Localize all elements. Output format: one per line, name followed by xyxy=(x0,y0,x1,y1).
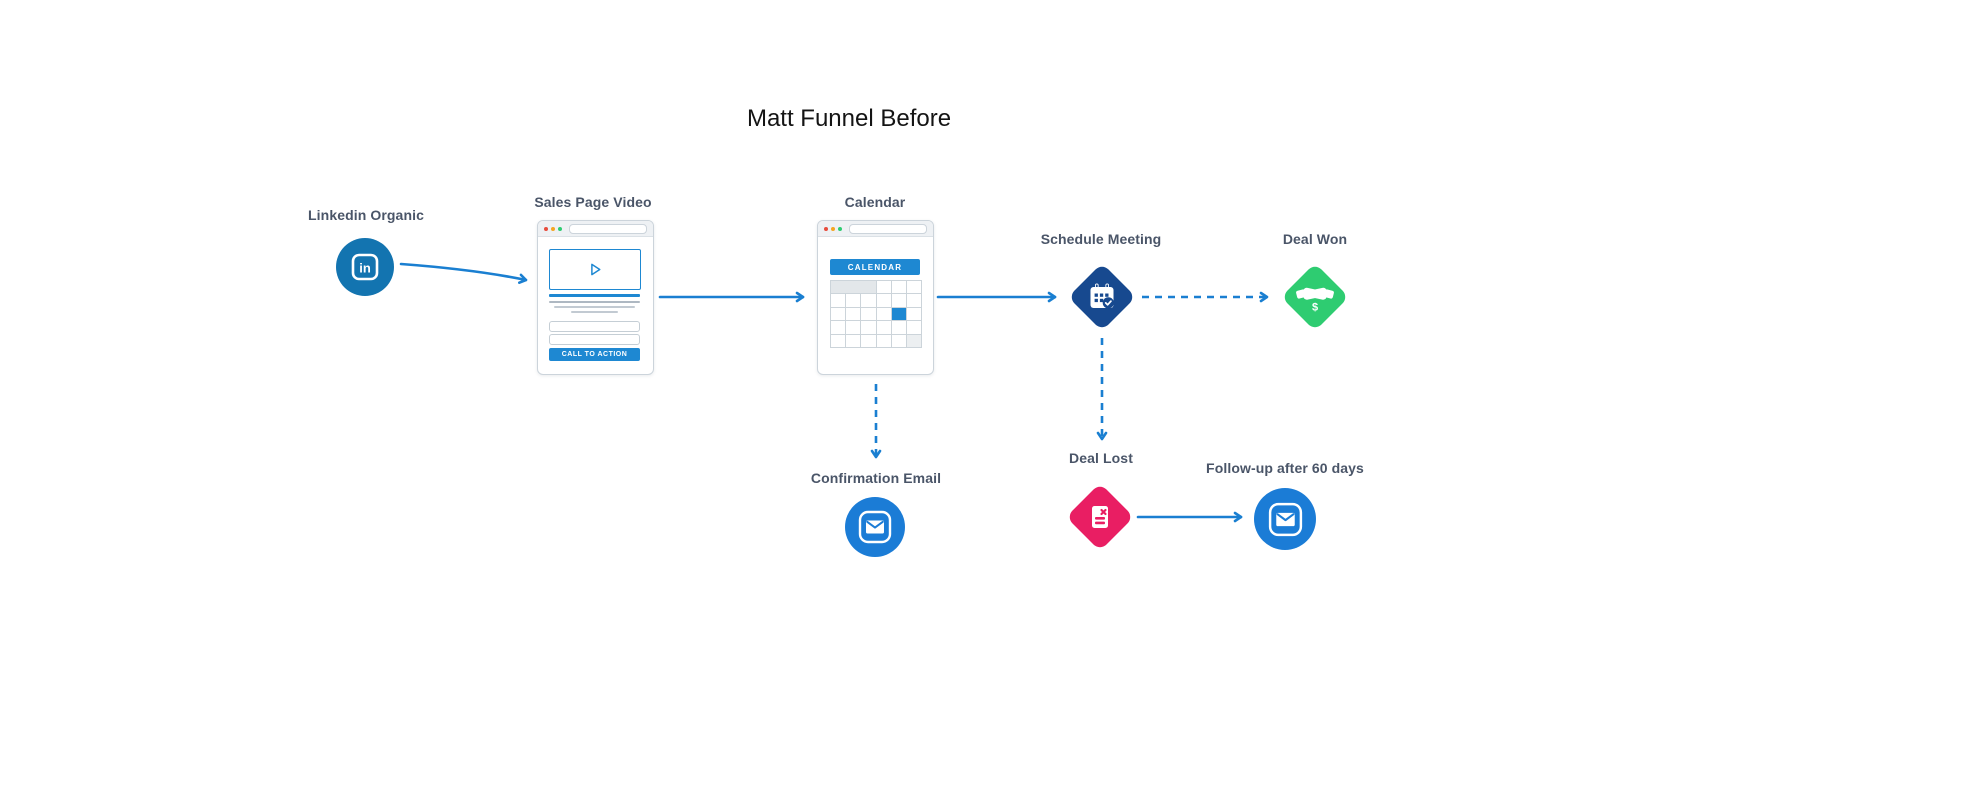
label-calendar: Calendar xyxy=(844,194,906,210)
calendar-cell xyxy=(876,334,891,347)
calendar-cell xyxy=(891,321,906,334)
calendar-cell xyxy=(861,321,876,334)
calendar-cell xyxy=(906,334,921,347)
calendar-cell xyxy=(876,281,891,294)
node-deal-won[interactable]: $ xyxy=(1281,263,1349,331)
calendar-cell xyxy=(846,321,861,334)
label-linkedin-organic: Linkedin Organic xyxy=(308,207,424,223)
calendar-body: CALENDAR xyxy=(818,237,933,374)
text-line xyxy=(571,311,618,314)
label-confirmation-email: Confirmation Email xyxy=(810,470,942,486)
label-sales-page-video: Sales Page Video xyxy=(534,194,652,210)
browser-chrome xyxy=(818,221,933,237)
calendar-cell xyxy=(891,307,906,321)
browser-dot-green-icon xyxy=(558,226,562,231)
calendar-cell xyxy=(831,281,876,294)
node-schedule-meeting[interactable] xyxy=(1068,263,1136,331)
handshake-icon: $ xyxy=(1296,287,1334,314)
calendar-cell xyxy=(876,321,891,334)
calendar-cell xyxy=(861,294,876,307)
calendar-cell xyxy=(846,307,861,321)
text-line-blue xyxy=(549,294,640,297)
connector-linkedin-to-salespage xyxy=(399,262,528,285)
browser-urlbar xyxy=(849,223,927,234)
label-followup: Follow-up after 60 days xyxy=(1206,460,1364,476)
calendar-cell xyxy=(861,334,876,347)
lost-document-icon xyxy=(1092,506,1108,528)
linkedin-glyph: in xyxy=(359,261,371,276)
browser-dot-red-icon xyxy=(544,226,548,231)
node-confirmation-email[interactable] xyxy=(845,497,905,557)
form-field[interactable] xyxy=(549,334,640,345)
dollar-glyph: $ xyxy=(1312,302,1318,314)
calendar-cell xyxy=(846,334,861,347)
browser-dot-red-icon xyxy=(824,226,828,231)
node-calendar[interactable]: CALENDAR xyxy=(817,220,934,375)
browser-chrome xyxy=(538,221,653,237)
linkedin-icon: in xyxy=(351,253,379,281)
calendar-cell xyxy=(876,294,891,307)
play-icon xyxy=(590,263,600,276)
calendar-cell xyxy=(861,307,876,321)
email-icon xyxy=(858,510,892,544)
calendar-grid xyxy=(830,280,922,348)
salespage-body: CALL TO ACTION xyxy=(538,237,653,374)
calendar-cell xyxy=(906,294,921,307)
calendar-cell xyxy=(906,281,921,294)
calendar-cell xyxy=(891,334,906,347)
node-followup-email[interactable] xyxy=(1254,488,1316,550)
calendar-cell xyxy=(876,307,891,321)
browser-dot-green-icon xyxy=(838,226,842,231)
text-line xyxy=(549,301,640,304)
browser-urlbar xyxy=(569,223,647,234)
browser-dot-yellow-icon xyxy=(831,226,835,231)
form-field[interactable] xyxy=(549,321,640,332)
video-player[interactable] xyxy=(549,249,641,290)
cta-button[interactable]: CALL TO ACTION xyxy=(549,348,640,361)
node-deal-lost[interactable] xyxy=(1066,483,1134,551)
label-deal-lost: Deal Lost xyxy=(1069,450,1133,466)
node-sales-page-video[interactable]: CALL TO ACTION xyxy=(537,220,654,375)
meeting-calendar-icon xyxy=(1090,283,1114,309)
calendar-cell xyxy=(831,321,846,334)
calendar-cell xyxy=(891,294,906,307)
calendar-cell xyxy=(831,334,846,347)
calendar-cell xyxy=(906,307,921,321)
page-title: Matt Funnel Before xyxy=(746,105,952,132)
email-icon xyxy=(1268,502,1302,536)
calendar-cell xyxy=(891,281,906,294)
calendar-cell xyxy=(831,294,846,307)
node-linkedin-organic[interactable]: in xyxy=(336,238,394,296)
calendar-cell xyxy=(846,294,861,307)
calendar-cell xyxy=(906,321,921,334)
label-deal-won: Deal Won xyxy=(1282,231,1348,247)
text-line xyxy=(554,306,635,309)
browser-dot-yellow-icon xyxy=(551,226,555,231)
calendar-header-bar: CALENDAR xyxy=(830,259,920,275)
label-schedule-meeting: Schedule Meeting xyxy=(1040,231,1162,247)
calendar-cell xyxy=(831,307,846,321)
